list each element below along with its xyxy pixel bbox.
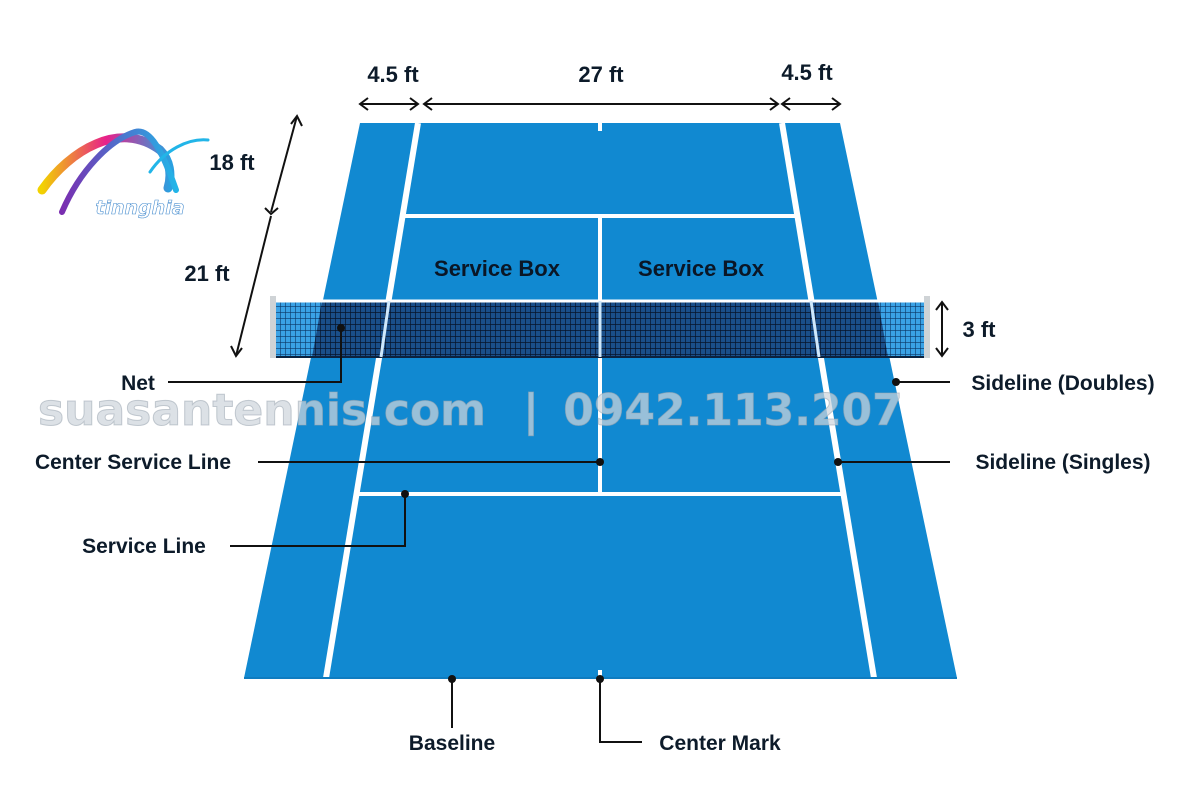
arrowhead-right-a [780,97,791,111]
net-height-dimension [935,300,949,358]
net [270,296,930,358]
depth-dimension [230,114,303,358]
callout-service-line: Service Line [82,535,206,558]
singles-sideline-left [323,122,421,679]
watermark: suasantennis.com | 0942.113.207 [37,385,903,437]
net-crossing-line-left [379,300,391,358]
callout-net: Net [121,372,155,395]
depth-arrowhead-top [290,114,303,127]
callout-baseline: Baseline [409,732,495,755]
dot-service-line [401,490,409,498]
dim-backcourt-depth: 18 ft [209,150,255,175]
dim-singles-width: 27 ft [578,62,624,87]
dot-baseline [448,675,456,683]
depth-tick-mid [264,207,279,216]
dot-sideline-singles [834,458,842,466]
dot-center-mark [596,675,604,683]
callout-sideline-doubles: Sideline (Doubles) [971,372,1154,395]
dim-alley-left: 4.5 ft [367,62,419,87]
callout-leaders [168,328,950,743]
leader-service-line [230,494,406,547]
brand-logo: tinnghia [37,128,210,219]
arrowhead-left-b [409,97,420,111]
net-post-right [924,296,930,358]
dot-center-service-line [596,458,604,466]
callout-center-service-line: Center Service Line [35,451,231,474]
watermark-site: suasantennis.com [38,385,486,436]
callout-center-mark: Center Mark [659,732,781,755]
callout-sideline-singles: Sideline (Singles) [975,451,1150,474]
arrowhead-right-b [831,97,842,111]
watermark-separator: | [523,385,539,436]
callout-dots [337,324,900,683]
depth-arrowhead-bottom [230,345,243,358]
net-height-arrowhead-top [935,300,949,311]
dot-sideline-doubles [892,378,900,386]
arrowhead-mid-a [422,97,433,111]
service-box-right-label: Service Box [638,256,765,281]
depth-arrow-lower [235,215,272,357]
dim-alley-right: 4.5 ft [781,60,833,85]
net-post-left [270,296,276,358]
arrowhead-mid-b [769,97,780,111]
net-height-arrowhead-bottom [935,347,949,358]
depth-arrow-upper [270,115,298,213]
width-dimensions [358,97,842,111]
arrowhead-left-a [358,97,369,111]
court [244,122,957,679]
dot-net [337,324,345,332]
logo-arc-cyan [148,138,210,174]
watermark-phone: 0942.113.207 [563,385,903,436]
dim-service-depth: 21 ft [184,261,230,286]
dim-net-height: 3 ft [963,317,997,342]
leader-center-mark [599,678,642,743]
service-box-left-label: Service Box [434,256,561,281]
net-crossing-line-right [809,300,821,358]
logo-wordmark: tinnghia [95,197,184,219]
leader-net [168,328,342,383]
singles-sideline-right [779,122,877,679]
